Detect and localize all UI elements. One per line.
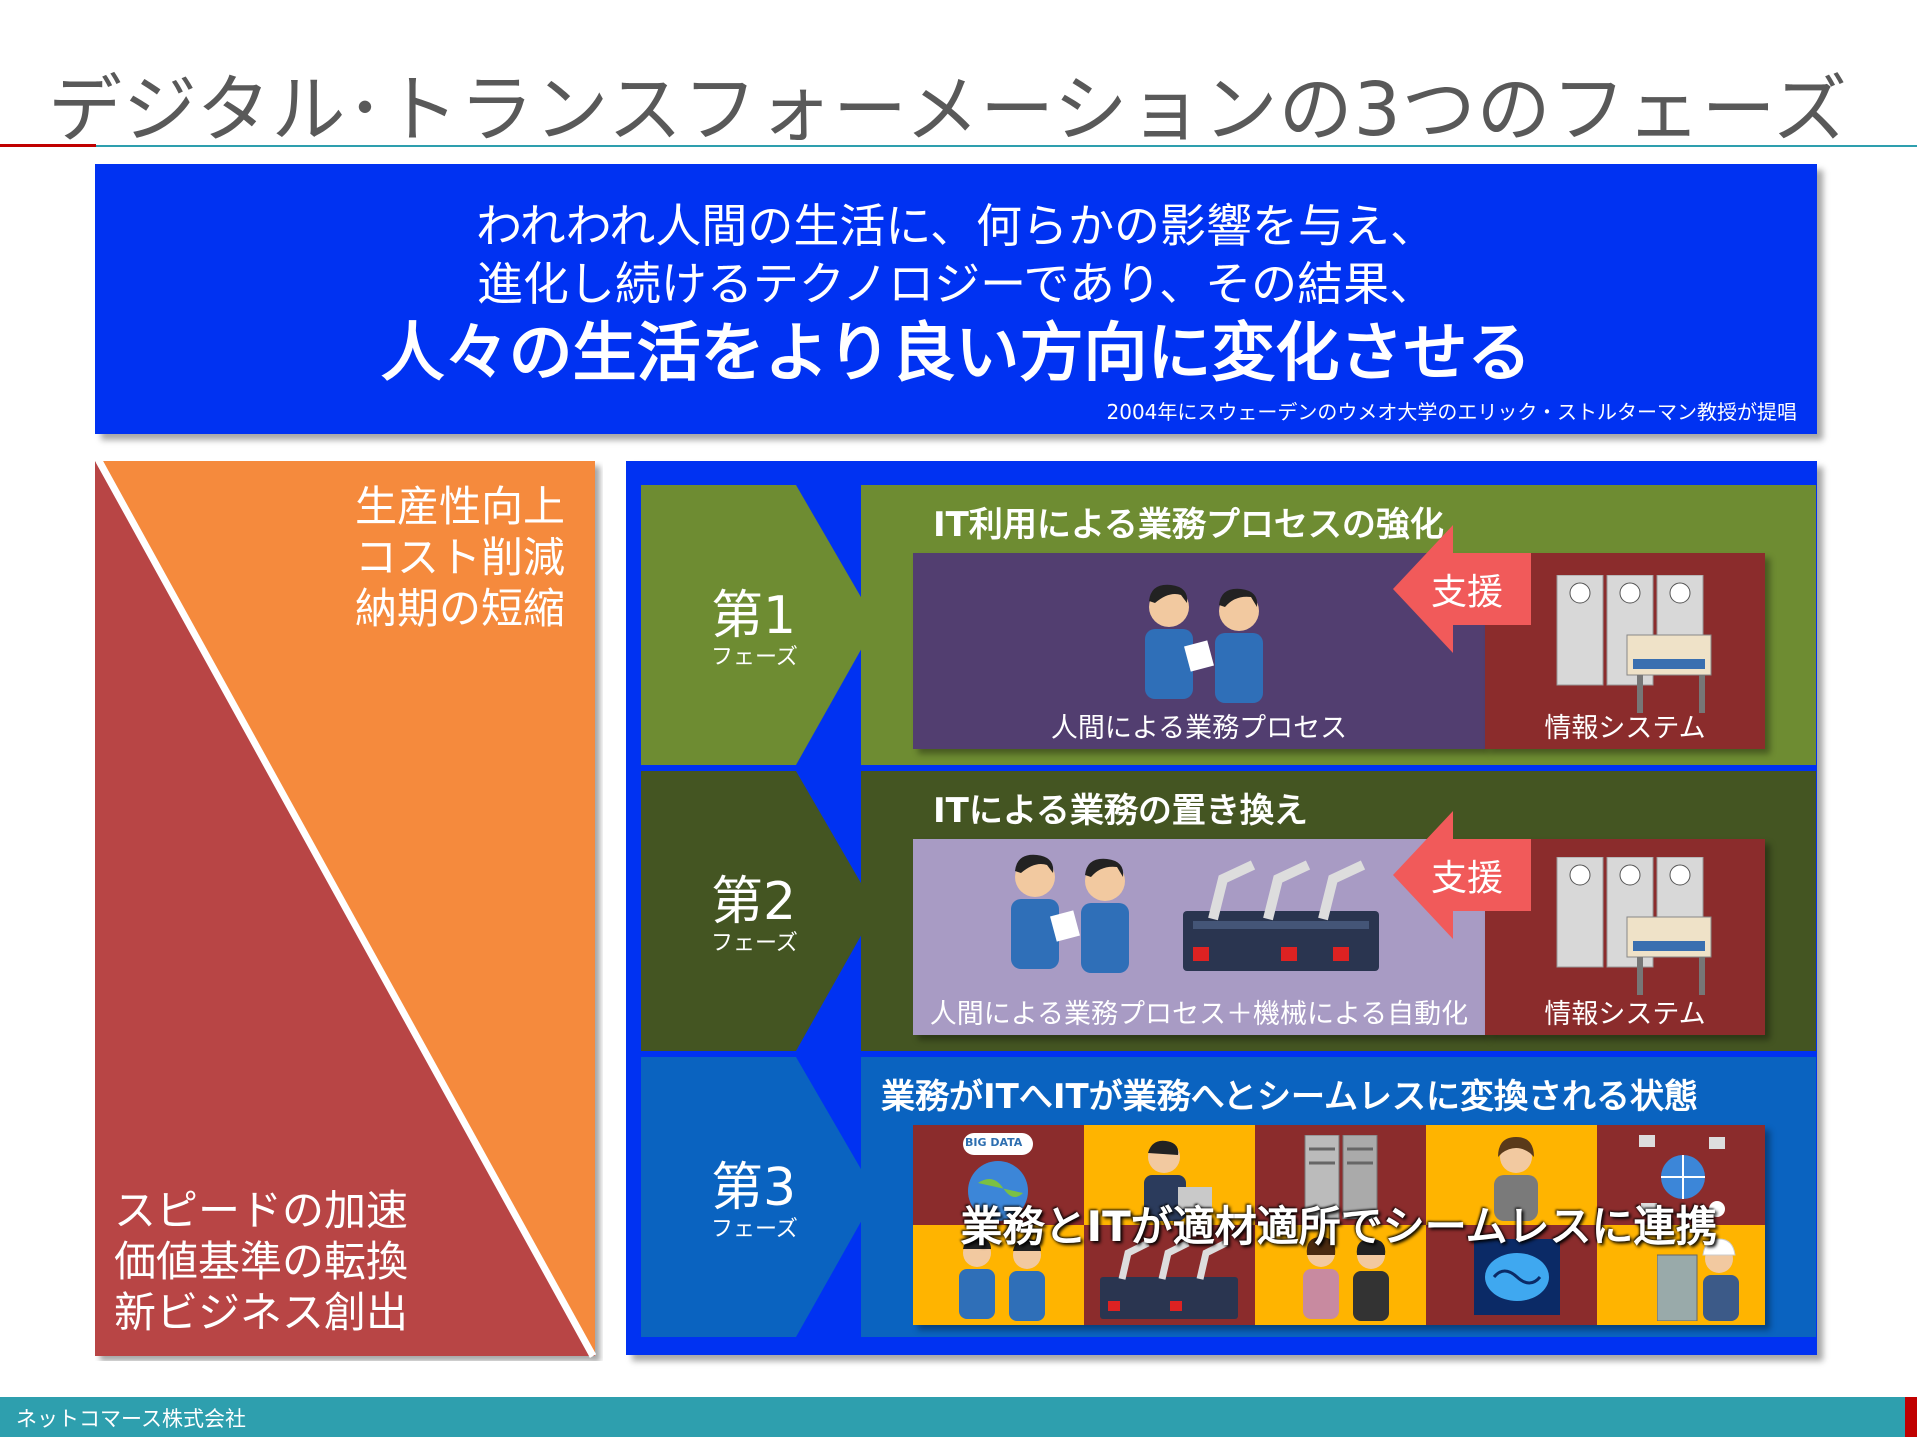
phase-number: 第2: [711, 872, 797, 932]
mainframe-icon: [1556, 575, 1712, 713]
phase-label: フェーズ: [711, 931, 798, 956]
info-system-caption: 情報システム: [1544, 713, 1706, 744]
definition-banner: われわれ人間の生活に、何らかの影響を与え、 進化し続けるテクノロジーであり、その…: [95, 164, 1817, 434]
benefit-text: 新ビジネス創出: [114, 1288, 409, 1337]
phase-title: ITによる業務の置き換え: [933, 791, 1308, 831]
phase-title: IT利用による業務プロセスの強化: [933, 505, 1444, 545]
phase-2: 第2 フェーズ ITによる業務の置き換え: [641, 771, 1816, 1051]
benefit-text: コスト削減: [355, 533, 566, 582]
phase-number: 第1: [711, 586, 797, 646]
benefit-text: 価値基準の転換: [114, 1237, 409, 1286]
workers-illustration: [959, 1237, 1045, 1321]
banner-headline: 人々の生活をより良い方向に変化させる: [380, 317, 1532, 391]
benefit-text: 生産性向上: [355, 482, 566, 531]
phase-2-chevron: [641, 771, 876, 1051]
ai-brain-cell: [1426, 1225, 1597, 1325]
operator-cell: [1426, 1125, 1597, 1225]
mainframe-icon: [1556, 857, 1712, 995]
big-data-label: BIG DATA: [965, 1136, 1023, 1149]
support-arrow: [1393, 525, 1531, 653]
phase-3-chevron: [641, 1057, 876, 1337]
human-automation-area: 人間による業務プロセス＋機械による自動化: [913, 839, 1485, 1035]
slide-title: デジタル･トランスフォーメーションの3つのフェーズ: [48, 67, 1848, 153]
benefit-triangle: [95, 461, 597, 1358]
network-cell: [1597, 1125, 1765, 1225]
phase-label: フェーズ: [711, 1217, 798, 1242]
business-meeting-icon: [1303, 1237, 1389, 1321]
server-cell: [1255, 1125, 1426, 1225]
human-process-caption: 人間による業務プロセス: [1050, 713, 1348, 744]
seamless-grid: BIG DATA: [913, 1125, 1765, 1325]
support-label: 支援: [1431, 572, 1504, 613]
info-system-area: 情報システム: [1485, 553, 1765, 749]
network-icons-cluster: [1639, 1135, 1725, 1217]
title-rule-accent: [0, 144, 96, 147]
efficiency-benefits: 生産性向上 コスト削減 納期の短縮: [355, 481, 565, 634]
robot-arm-line-icon: [1183, 860, 1379, 971]
human-process-area: 人間による業務プロセス: [913, 553, 1485, 749]
businessman-cell: [1084, 1125, 1255, 1225]
factory-worker-icon: [1657, 1238, 1739, 1321]
transformation-benefits: スピードの加速 価値基準の転換 新ビジネス創出: [114, 1185, 408, 1338]
title-rule: [96, 145, 1917, 147]
phase-1: 第1 フェーズ IT利用による業務プロセスの強化 人間による業務プロセス: [641, 485, 1816, 765]
info-system-caption: 情報システム: [1544, 999, 1706, 1030]
workers-illustration: [1145, 584, 1263, 703]
phases-panel: 第1 フェーズ IT利用による業務プロセスの強化 人間による業務プロセス: [626, 461, 1817, 1355]
human-automation-caption: 人間による業務プロセス＋機械による自動化: [929, 999, 1469, 1030]
big-data-cell: BIG DATA: [913, 1125, 1084, 1225]
phase-1-box: IT利用による業務プロセスの強化 人間による業務プロセス: [861, 485, 1816, 765]
server-rack-icon: [1304, 1135, 1378, 1219]
businessman-laptop-icon: [1144, 1140, 1212, 1221]
seamless-overlay-text: 業務とITが適材適所でシームレスに連携: [960, 1202, 1718, 1251]
ai-brain-icon: [1474, 1239, 1560, 1315]
robot-arm-line-icon: [1100, 1239, 1238, 1319]
headset-operator-icon: [1494, 1137, 1538, 1221]
benefit-text: スピードの加速: [114, 1186, 409, 1235]
banner-line-1: われわれ人間の生活に、何らかの影響を与え、: [475, 199, 1437, 253]
workers-cell: [913, 1225, 1084, 1325]
footer-bar: [0, 1397, 1905, 1437]
globe-icon: [963, 1133, 1033, 1221]
phase-2-box: ITによる業務の置き換え 人間による業務プロセス＋機械に: [861, 771, 1816, 1051]
info-system-area: 情報システム: [1485, 839, 1765, 1035]
phase-3: 第3 フェーズ 業務がITへITが業務へとシームレスに変換される状態 BIG D…: [641, 1057, 1816, 1337]
workers-illustration: [1011, 854, 1129, 973]
company-name: ネットコマース株式会社: [16, 1407, 246, 1431]
meeting-cell: [1255, 1225, 1426, 1325]
support-label: 支援: [1431, 858, 1504, 899]
banner-line-2: 進化し続けるテクノロジーであり、その結果、: [476, 257, 1436, 311]
phase-1-chevron: [641, 485, 876, 765]
phase-3-box: 業務がITへITが業務へとシームレスに変換される状態 BIG DATA: [861, 1057, 1816, 1337]
phase-title: 業務がITへITが業務へとシームレスに変換される状態: [881, 1077, 1698, 1117]
support-arrow: [1393, 811, 1531, 939]
phase-label: フェーズ: [711, 645, 798, 670]
phase-number: 第3: [711, 1158, 797, 1218]
banner-source-note: 2004年にスウェーデンのウメオ大学のエリック・ストルターマン教授が提唱: [1106, 400, 1798, 424]
footer-accent: [1905, 1397, 1917, 1437]
robot-cell: [1084, 1225, 1255, 1325]
factory-worker-cell: [1597, 1225, 1765, 1325]
benefit-text: 納期の短縮: [355, 584, 566, 633]
